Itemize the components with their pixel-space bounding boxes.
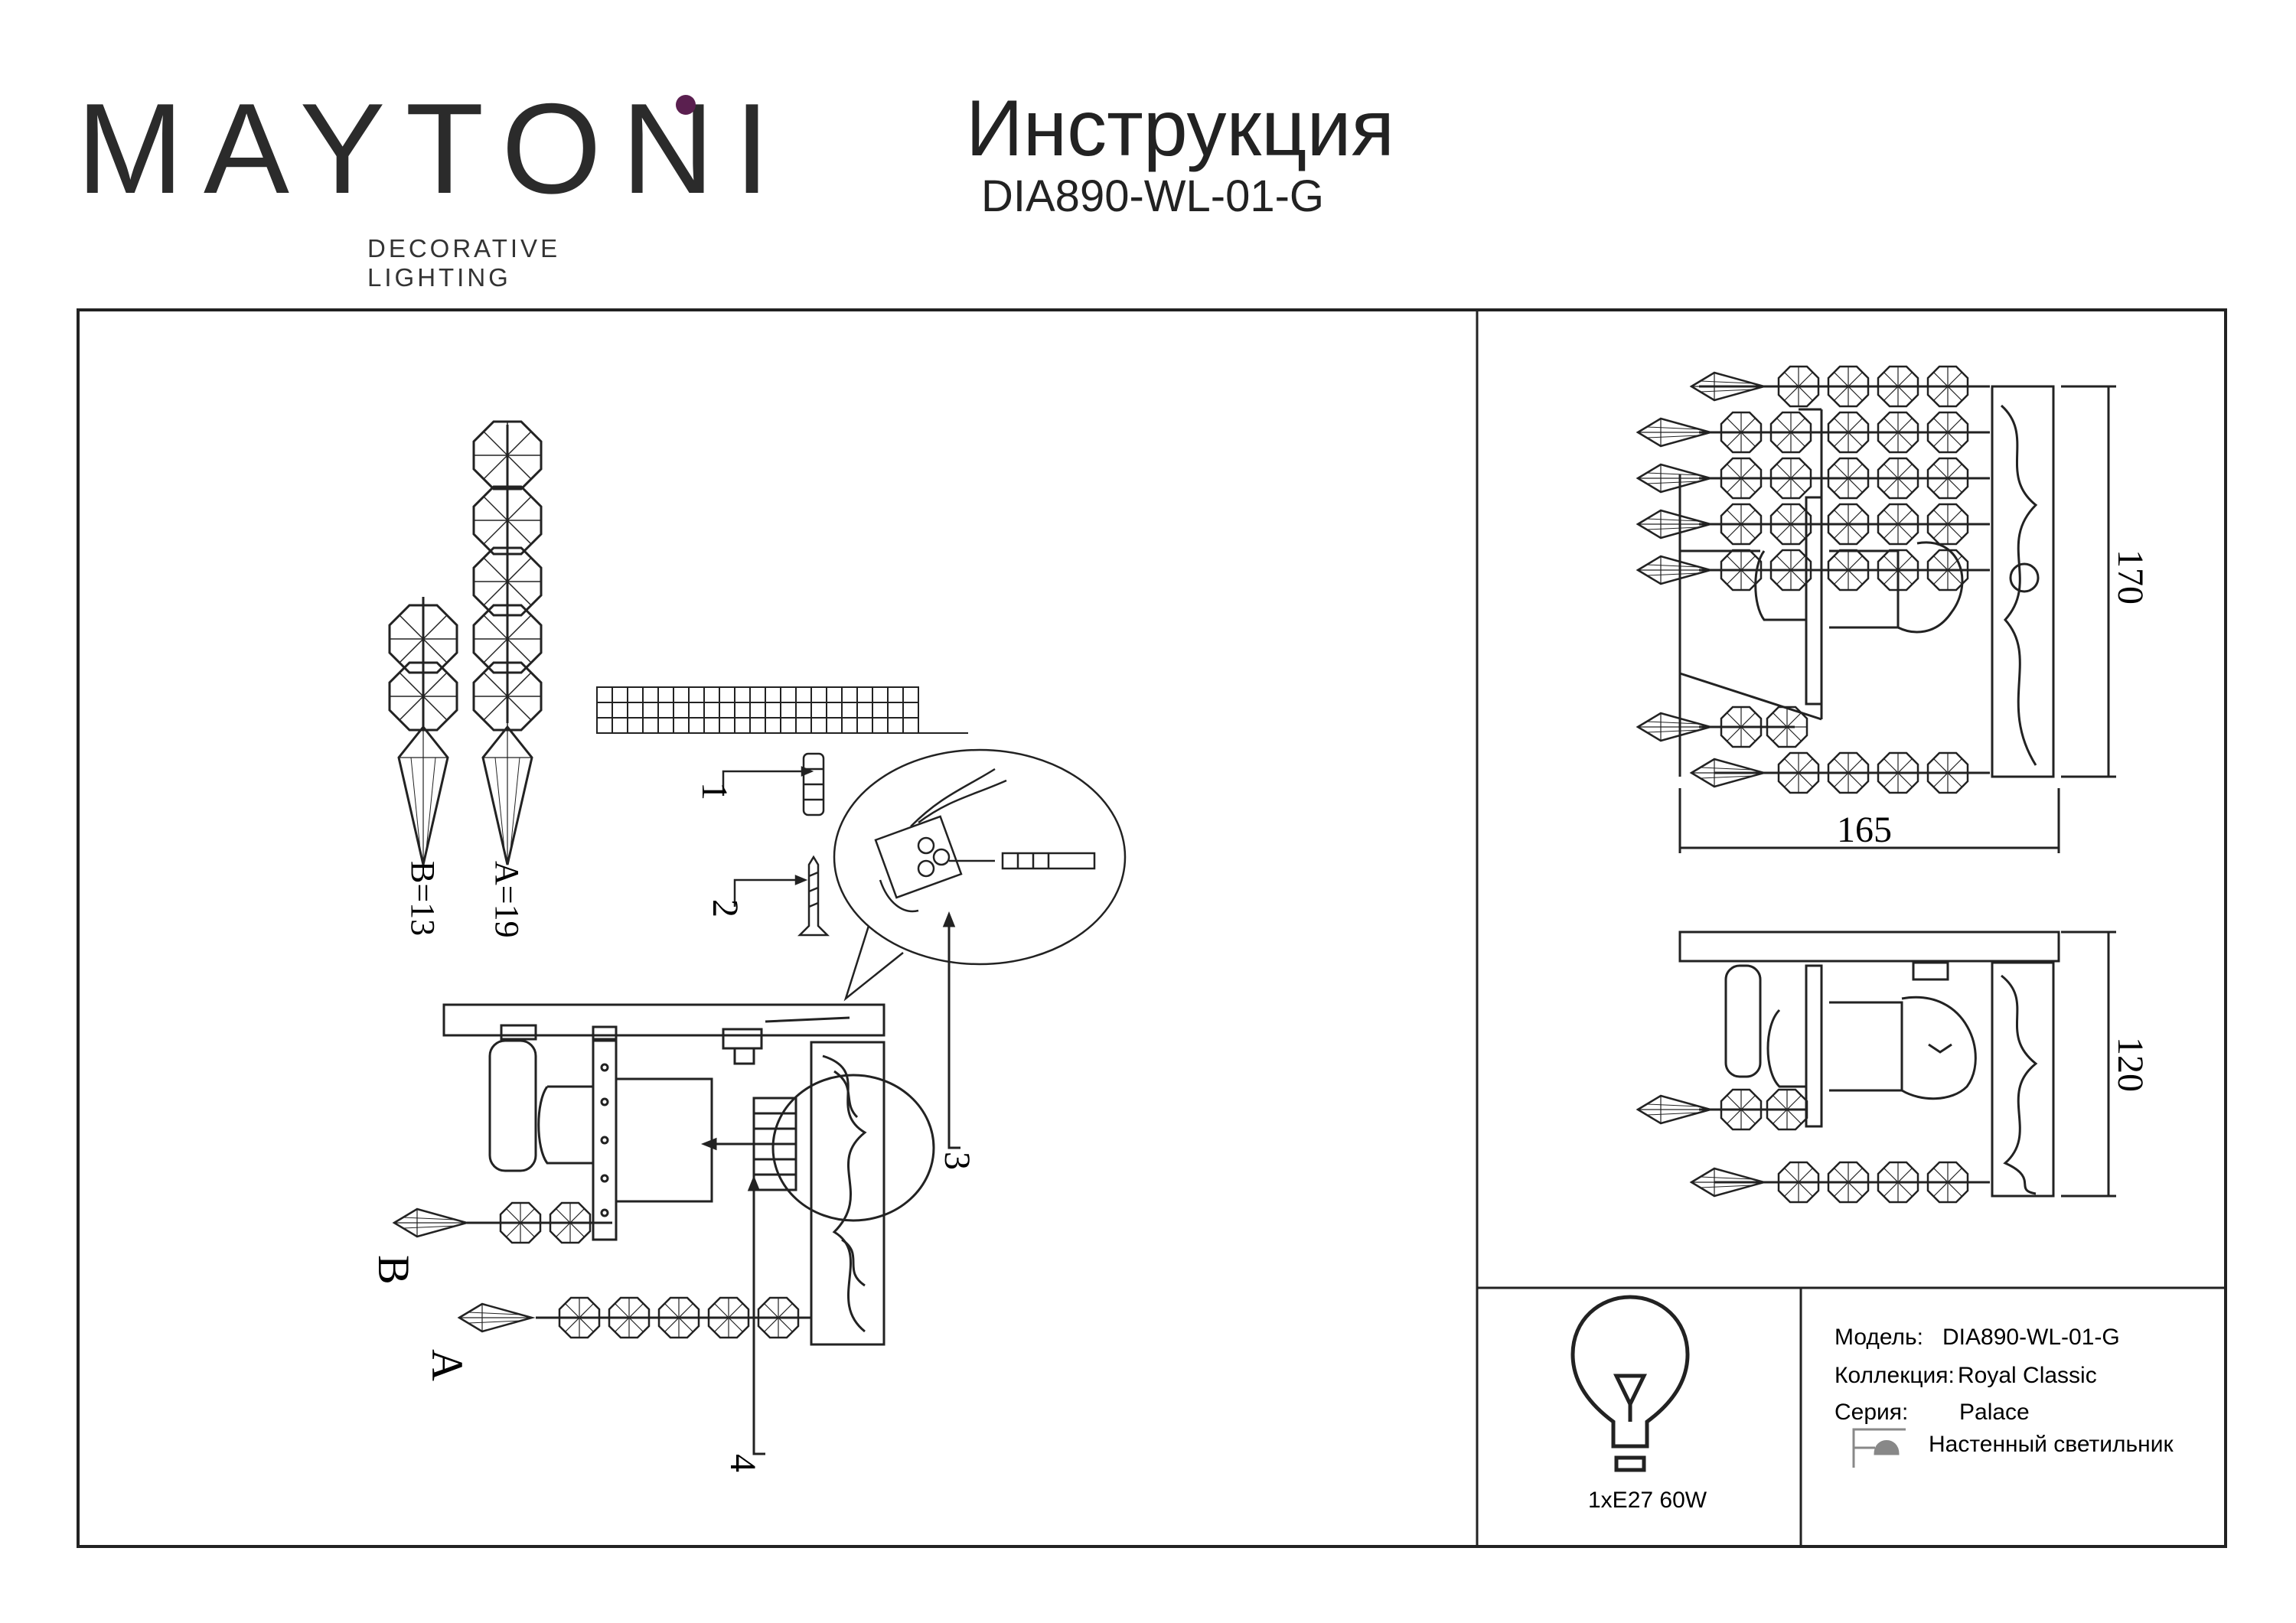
model-label: Модель: (1835, 1325, 1923, 1350)
callout-1: 1 (694, 782, 735, 800)
collection-value: Royal Classic (1958, 1363, 2097, 1388)
row-b-label: B (369, 1255, 419, 1285)
brand-tagline: DECORATIVE LIGHTING (367, 234, 561, 292)
side-view (1678, 930, 2116, 1198)
wall-dowel (722, 752, 825, 816)
instruction-frame (77, 308, 2227, 1548)
brand-accent-dot (676, 95, 696, 115)
callout-2: 2 (705, 899, 745, 917)
side-crystal-rows (1636, 1088, 1990, 1204)
brand-logo: MAYTONI DECORATIVE LIGHTING (77, 84, 770, 292)
dimension-height-side: 120 (2110, 1037, 2151, 1092)
front-crystal-rows (1636, 365, 1990, 794)
brand-name: MAYTONI (77, 77, 790, 220)
series-label: Серия: (1835, 1400, 1908, 1425)
front-view (1678, 385, 2116, 853)
mounting-screw (733, 855, 830, 937)
string-a-label: A=19 (488, 861, 526, 938)
wall-lamp-icon (1852, 1428, 1906, 1468)
string-b-label: B=13 (404, 861, 442, 936)
model-code: DIA890-WL-01-G (981, 171, 1325, 221)
lamp-spec: 1xE27 60W (1588, 1488, 1707, 1513)
dimension-height-front: 170 (2110, 549, 2151, 605)
crystal-string-b (388, 597, 458, 866)
crystal-row-b (393, 1201, 612, 1244)
crystal-row-a (458, 1296, 811, 1339)
light-bulb-icon (1570, 1295, 1690, 1472)
fixture-assembly (442, 911, 960, 1455)
row-a-label: A (422, 1349, 472, 1381)
callout-3: 3 (937, 1152, 977, 1170)
dimension-width: 165 (1837, 810, 1892, 850)
model-value: DIA890-WL-01-G (1942, 1325, 2120, 1350)
page-title: Инструкция (966, 84, 1394, 173)
collection-label: Коллекция: (1835, 1363, 1955, 1388)
wall-grid (596, 686, 968, 734)
fixture-type: Настенный светильник (1929, 1432, 2174, 1457)
callout-4: 4 (722, 1454, 763, 1472)
wiring-detail (833, 748, 1127, 1002)
crystal-string-a (472, 420, 543, 866)
series-value: Palace (1959, 1400, 2030, 1425)
